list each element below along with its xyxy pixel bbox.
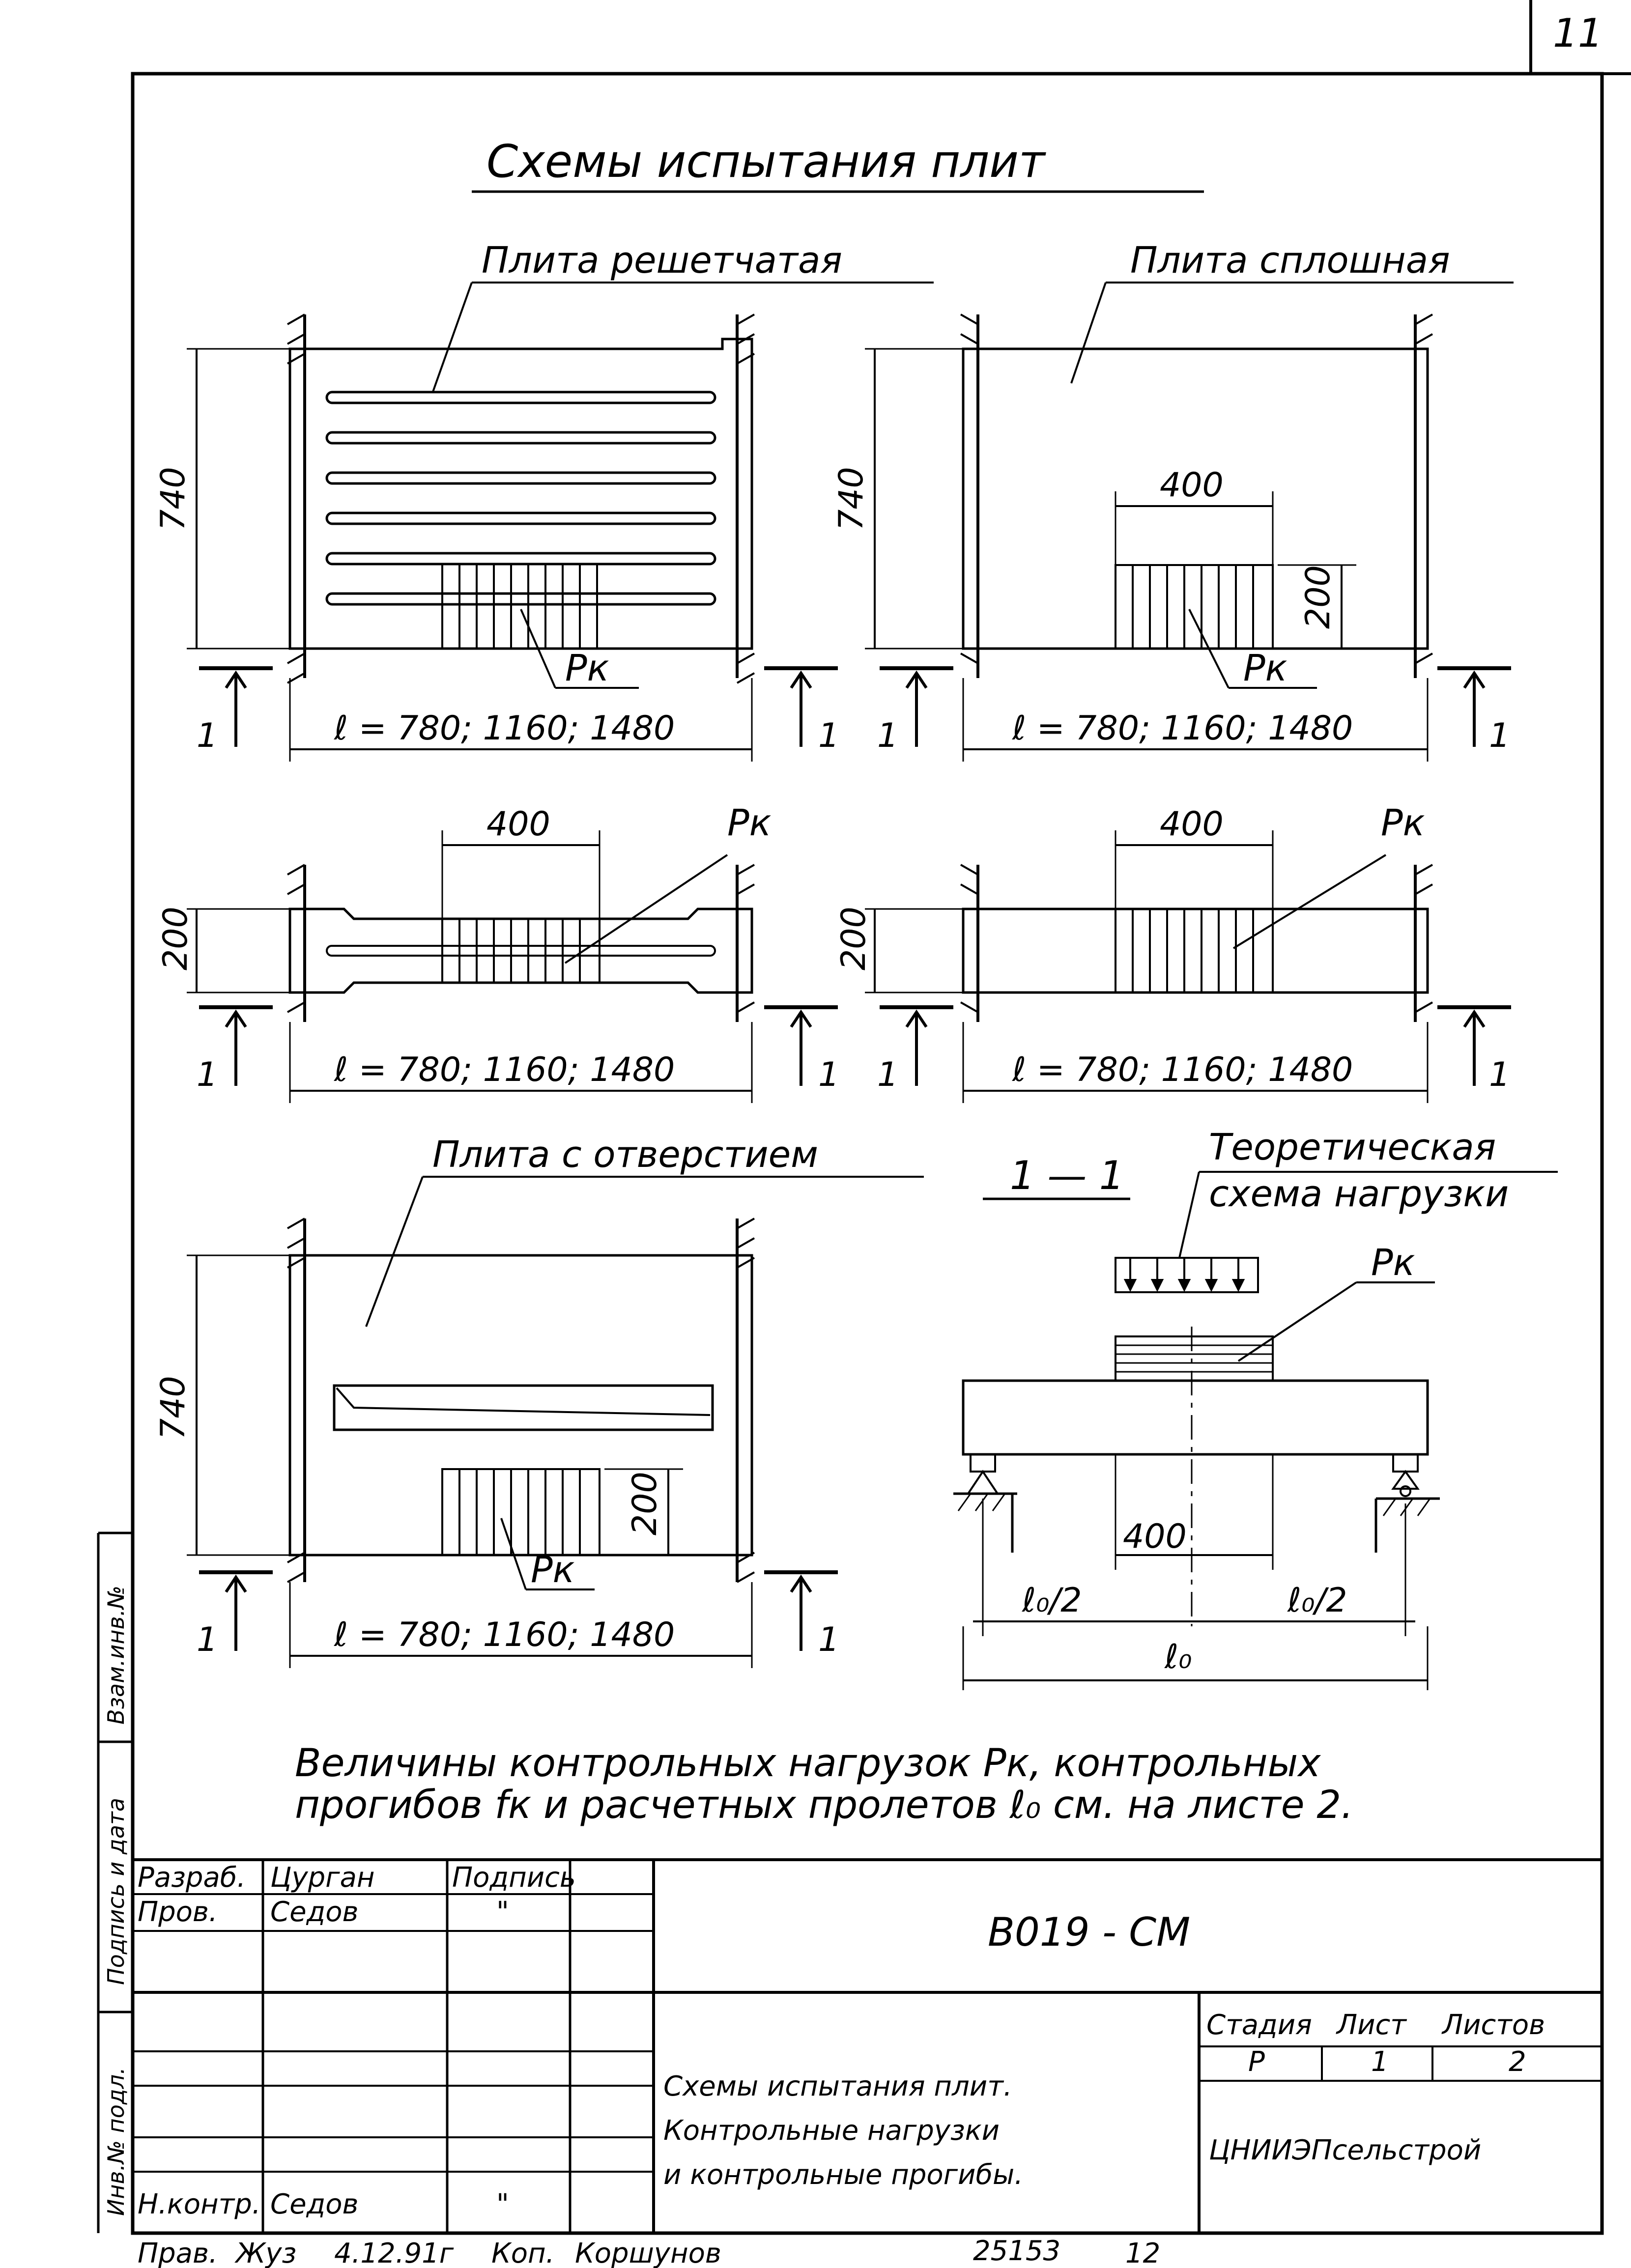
checked-label: Прав. bbox=[138, 2238, 218, 2268]
solid-dim-400: 400 bbox=[1160, 466, 1224, 505]
lattice-strip-dim-400: 400 bbox=[486, 805, 550, 844]
opening-slab-plan: Плита с отверстием 200 Pк 740 ℓ = 780; 1… bbox=[154, 1134, 924, 1668]
checked-signature: Жуз bbox=[234, 2238, 296, 2268]
sign-header: Подпись bbox=[452, 1862, 576, 1894]
sheets-header: Листов bbox=[1441, 2009, 1545, 2041]
opening-slab-label: Плита с отверстием bbox=[432, 1134, 818, 1176]
page-number: 11 bbox=[1553, 10, 1603, 56]
lattice-strip-dim-200: 200 bbox=[156, 907, 195, 970]
sheet-frame bbox=[131, 72, 1604, 2235]
doc-title-line2: Контрольные нагрузки bbox=[663, 2115, 1000, 2147]
sign-date-label: Подпись и дата bbox=[103, 1798, 129, 1985]
solid-slab-strip: 400 Pк 200 ℓ = 780; 1160; 1480 1 1 bbox=[834, 802, 1511, 1103]
archive-number: 25153 bbox=[973, 2235, 1060, 2267]
doc-title-line1: Схемы испытания плит. bbox=[663, 2070, 1012, 2102]
sheet-value: 1 bbox=[1371, 2046, 1389, 2078]
sheet-header: Лист bbox=[1336, 2009, 1407, 2041]
solid-load-label: Pк bbox=[1243, 647, 1288, 689]
half-span-right: ℓ₀/2 bbox=[1287, 1581, 1347, 1620]
stage-value: Р bbox=[1248, 2046, 1265, 2078]
doc-title-line3: и контрольные прогибы. bbox=[663, 2159, 1023, 2191]
section-mark: 1 bbox=[818, 1055, 839, 1094]
opening-dim-200: 200 bbox=[626, 1472, 664, 1535]
lattice-slab-label: Плита решетчатая bbox=[482, 239, 842, 282]
opening-load-label: Pк bbox=[531, 1549, 575, 1591]
solid-slab-label: Плита сплошная bbox=[1130, 239, 1450, 282]
note-line2: прогибов fк и расчетных пролетов ℓ₀ см. … bbox=[295, 1783, 1353, 1827]
sign-checked: " bbox=[496, 1896, 509, 1928]
solid-span: ℓ = 780; 1160; 1480 bbox=[1012, 709, 1353, 748]
section-label: 1 — 1 bbox=[1010, 1153, 1124, 1198]
copied-label: Коп. bbox=[491, 2238, 554, 2268]
lattice-slab-strip: 400 Pк 200 ℓ = 780; 1160; 1480 1 1 bbox=[156, 802, 839, 1103]
archive-page: 12 bbox=[1125, 2238, 1160, 2268]
solid-slab-plan: Плита сплошная 400 200 Pк 740 ℓ bbox=[832, 239, 1514, 762]
name-norm-control: Седов bbox=[270, 2188, 359, 2220]
checked-date: 4.12.91г bbox=[334, 2238, 454, 2268]
solid-strip-span: ℓ = 780; 1160; 1480 bbox=[1012, 1050, 1353, 1089]
stage-header: Стадия bbox=[1206, 2009, 1312, 2041]
section-mark: 1 bbox=[877, 716, 898, 755]
section-mark: 1 bbox=[197, 1620, 218, 1659]
role-developed: Разраб. bbox=[138, 1862, 246, 1894]
section-mark: 1 bbox=[197, 716, 218, 755]
sheets-value: 2 bbox=[1509, 2046, 1526, 2078]
section-load-label: Pк bbox=[1371, 1242, 1415, 1284]
document-code: В019 - СМ bbox=[988, 1909, 1190, 1955]
role-checked: Пров. bbox=[138, 1896, 218, 1928]
section-mark: 1 bbox=[1489, 1055, 1510, 1094]
name-developed: Цурган bbox=[270, 1862, 375, 1894]
section-mark: 1 bbox=[1489, 716, 1510, 755]
section-mark: 1 bbox=[877, 1055, 898, 1094]
solid-strip-load-label: Pк bbox=[1381, 802, 1425, 844]
lattice-strip-load-label: Pк bbox=[727, 802, 772, 844]
sheet-title: Схемы испытания плит bbox=[486, 135, 1046, 188]
section-mark: 1 bbox=[197, 1055, 218, 1094]
solid-strip-dim-400: 400 bbox=[1160, 805, 1224, 844]
inv-original-label: Инв.№ подл. bbox=[103, 2067, 129, 2216]
copied-signature: Коршунов bbox=[575, 2238, 721, 2268]
opening-dim-740: 740 bbox=[154, 1376, 193, 1440]
half-span-left: ℓ₀/2 bbox=[1022, 1581, 1082, 1620]
title-block: Разраб. Цурган Подпись Пров. Седов " Н.к… bbox=[133, 1858, 1602, 2233]
theory-label-line2: схема нагрузки bbox=[1209, 1173, 1509, 1215]
lattice-slab-plan: Плита решетчатая Pк bbox=[154, 239, 934, 762]
full-span: ℓ₀ bbox=[1164, 1638, 1192, 1676]
lattice-dim-740: 740 bbox=[154, 467, 193, 531]
solid-dim-200: 200 bbox=[1299, 565, 1338, 629]
organization: ЦНИИЭПсельстрой bbox=[1209, 2134, 1481, 2166]
side-stamp: Взам.инв.№ Подпись и дата Инв.№ подл. bbox=[97, 1531, 133, 2233]
sign-norm-control: " bbox=[496, 2188, 509, 2220]
role-norm-control: Н.контр. bbox=[138, 2188, 261, 2220]
solid-dim-740: 740 bbox=[832, 467, 871, 531]
lattice-load-label: Pк bbox=[565, 647, 609, 689]
section-mark: 1 bbox=[818, 1620, 839, 1659]
section-mark: 1 bbox=[818, 716, 839, 755]
note-line1: Величины контрольных нагрузок Pк, контро… bbox=[295, 1741, 1321, 1786]
inv-replace-label: Взам.инв.№ bbox=[103, 1586, 129, 1725]
name-checked: Седов bbox=[270, 1896, 359, 1928]
opening-span: ℓ = 780; 1160; 1480 bbox=[334, 1616, 675, 1654]
lattice-strip-span: ℓ = 780; 1160; 1480 bbox=[334, 1050, 675, 1089]
lattice-span: ℓ = 780; 1160; 1480 bbox=[334, 709, 675, 748]
section-dim-400: 400 bbox=[1123, 1517, 1187, 1556]
theory-label-line1: Теоретическая bbox=[1209, 1126, 1496, 1168]
section-1-1: 1 — 1 Теоретическая схема нагрузки Pк bbox=[953, 1126, 1558, 1690]
footer: Прав. Жуз 4.12.91г Коп. Коршунов 25153 1… bbox=[138, 2235, 1160, 2268]
solid-strip-dim-200: 200 bbox=[834, 907, 873, 970]
